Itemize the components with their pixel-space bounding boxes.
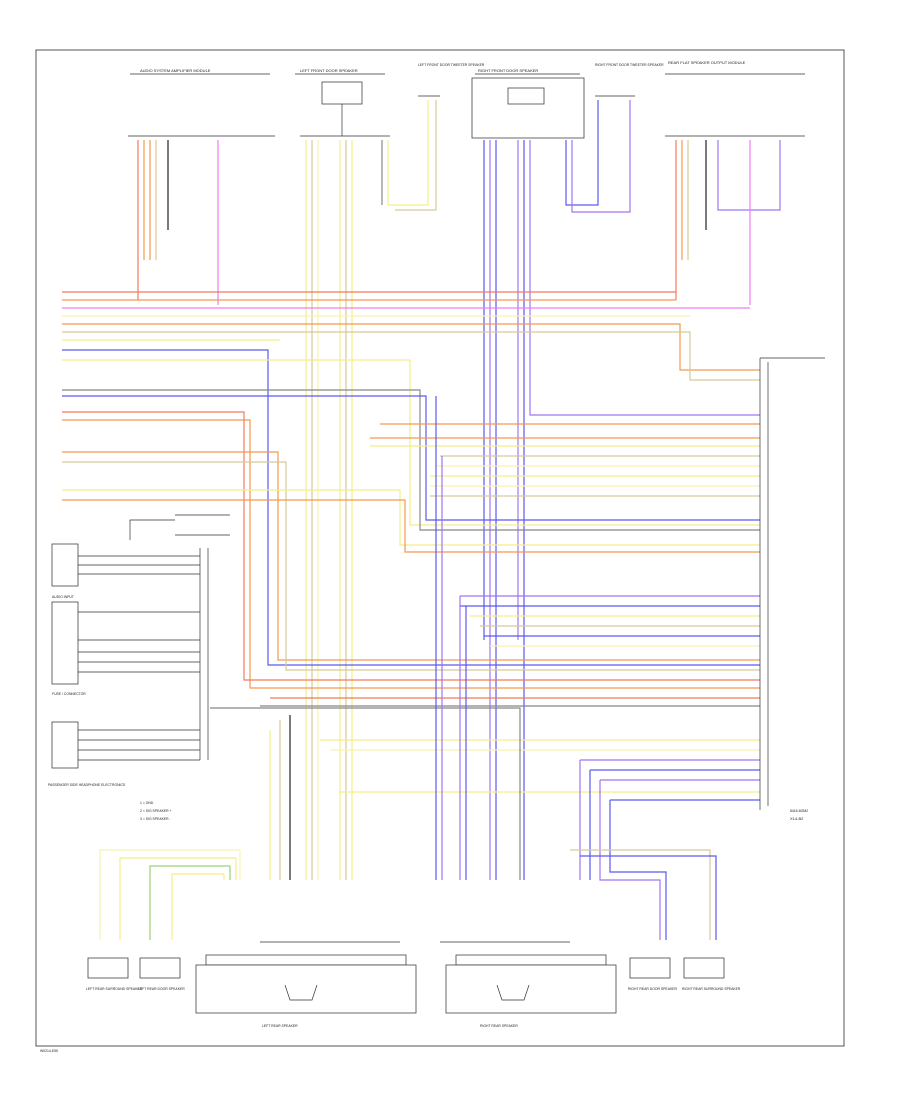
left-bottom-runs: [99, 849, 241, 940]
left-block-audio-input: AUDIO INPUT: [51, 543, 209, 760]
bottom-left-1-label: LEFT REAR SURROUND SPEAKER: [86, 987, 143, 991]
left-front-tweeter-label: LEFT FRONT DOOR TWEETER SPEAKER: [418, 63, 485, 67]
right-door-drops: [483, 100, 760, 880]
left-front-tweeter: LEFT FRONT DOOR TWEETER SPEAKER: [418, 63, 485, 97]
top-right-module: REAR FLAT SPEAKER OUTPUT MODULE: [665, 60, 805, 137]
legend-line-3: 3 = SIG SPEAKER -: [140, 817, 171, 821]
left-front-door-speaker-label: LEFT FRONT DOOR SPEAKER: [300, 68, 358, 73]
right-front-door-speaker-label: RIGHT FRONT DOOR SPEAKER: [478, 68, 538, 73]
right-front-door-speaker: RIGHT FRONT DOOR SPEAKER: [471, 68, 585, 139]
bottom-mid-right-label: RIGHT REAR SPEAKER: [480, 1024, 518, 1028]
right-connector-feeds: [260, 423, 760, 707]
legend-line-2: 2 = SIG SPEAKER +: [140, 809, 171, 813]
legend: 1 = GND 2 = SIG SPEAKER + 3 = SIG SPEAKE…: [140, 801, 171, 821]
top-left-module-label: AUDIO SYSTEM AMPLIFIER MODULE: [140, 68, 211, 73]
right-front-tweeter-label: RIGHT FRONT DOOR TWEETER SPEAKER: [595, 63, 664, 67]
bottom-connectors: [195, 941, 617, 1014]
left-front-door-speaker: LEFT FRONT DOOR SPEAKER: [295, 68, 390, 137]
right-connector: X14-B2: [759, 357, 825, 821]
top-right-module-label: REAR FLAT SPEAKER OUTPUT MODULE: [668, 60, 746, 65]
top-right-drops: [675, 140, 781, 305]
left-tweeter-drops: [388, 100, 437, 211]
bottom-right-2-label: RIGHT REAR SURROUND SPEAKER: [682, 987, 741, 991]
upper-harness: [62, 291, 760, 666]
left-block-1-label: AUDIO INPUT: [52, 595, 74, 599]
right-connector-label: X14-B2: [790, 816, 804, 821]
left-door-drops: [305, 140, 389, 880]
left-block-fuse: FUSE / CONNECTOR: [51, 601, 200, 696]
right-front-tweeter: RIGHT FRONT DOOR TWEETER SPEAKER: [595, 63, 664, 97]
mid-left-connector: [129, 514, 230, 540]
top-left-module: AUDIO SYSTEM AMPLIFIER MODULE: [128, 68, 275, 137]
diagram-id-tag: W0214-E55: [40, 1049, 58, 1053]
legend-line-1: 1 = GND: [140, 801, 154, 805]
left-block-2-label: FUSE / CONNECTOR: [52, 692, 86, 696]
left-block-3-label: PASSENGER SIDE HEADPHONE ELECTRONICS: [48, 783, 126, 787]
diagram-frame: [35, 49, 845, 1047]
bottom-mid-left-label: LEFT REAR SPEAKER: [262, 1024, 298, 1028]
middle-harness: [62, 389, 760, 689]
bottom-right-1-label: RIGHT REAR DOOR SPEAKER: [628, 987, 677, 991]
bottom-left-2-label: LEFT REAR DOOR SPEAKER: [138, 987, 185, 991]
top-left-drops: [137, 140, 219, 305]
right-bottom-runs: [435, 396, 717, 940]
figure-code: 8416-M2M2: [790, 809, 808, 813]
lower-harness: [210, 707, 760, 880]
left-block-headphone: PASSENGER SIDE HEADPHONE ELECTRONICS: [48, 721, 200, 787]
bottom-speakers: LEFT REAR SURROUND SPEAKER LEFT REAR DOO…: [86, 957, 741, 1028]
